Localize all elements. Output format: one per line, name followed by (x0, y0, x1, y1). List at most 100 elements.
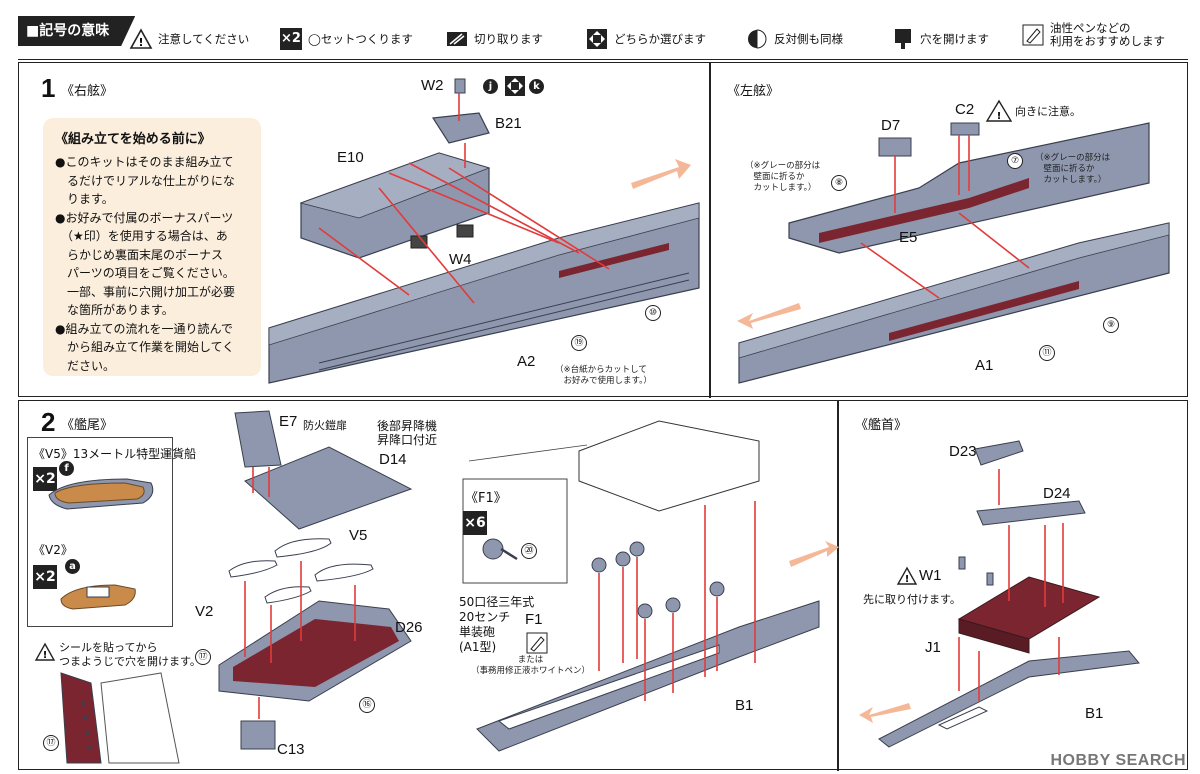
step1-panel: 1 《右舷》 《左舷》 《組み立てを始める前に》 ●このキットはそのまま組み立て… (18, 62, 1188, 398)
part-d7 (878, 137, 912, 157)
note-line: ●このキットはそのまま組み立て (55, 155, 234, 169)
cut-note: （※台紙からカットして お好みで使用します。） (555, 365, 652, 386)
legend-item-drill: 穴を開けます (892, 28, 989, 50)
label-v5: V5 (349, 527, 368, 544)
gun-turrets (591, 541, 725, 619)
step2-stern-drawing (218, 410, 1140, 752)
assembly-arrows (318, 93, 610, 304)
pen-icon (526, 632, 548, 654)
step1-divider (709, 63, 711, 398)
circle-20: ⑳ (521, 543, 537, 559)
note-line: 一部、事前に穴開け加工が必要 (55, 284, 236, 299)
watermark: HOBBY SEARCH (1050, 752, 1186, 769)
part-c2 (950, 122, 980, 136)
v2-count-badge: ×2 (33, 565, 57, 589)
f1-turret (482, 538, 504, 560)
circle-10: ⑩ (645, 305, 661, 321)
label-f1: F1 (525, 611, 543, 628)
note-line: ださい。 (55, 358, 116, 373)
step2-number: 2 (41, 407, 56, 437)
circle-7: ⑦ (1007, 153, 1023, 169)
circle-f: f (59, 461, 74, 476)
boat-inset-frame (27, 437, 173, 627)
label-d23: D23 (949, 443, 977, 460)
label-b1-bow: B1 (1085, 705, 1104, 722)
label-d14: D14 (379, 451, 407, 468)
legend-item-pen: 油性ペンなどの 利用をおすすめします (1022, 22, 1165, 48)
hull-a1-deck (738, 222, 1170, 359)
v2-boat-drawing (60, 584, 136, 610)
svg-text:!: ! (138, 36, 143, 49)
gray-note-left: （※グレーの部分は 壁面に折るか カットします。） (745, 161, 821, 193)
part-c13 (240, 720, 276, 750)
assembly-arrows-left (860, 135, 1030, 299)
seal-note: シールを貼ってから つまようじで穴を開けます。 (59, 641, 201, 668)
callout-line (468, 444, 588, 462)
step1-left-title: 《左舷》 (727, 84, 780, 99)
note-title: 《組み立てを始める前に》 (55, 132, 211, 147)
label-e10: E10 (337, 149, 364, 166)
x2-badge-icon: ×2 (280, 28, 302, 50)
circle-19: ⑲ (571, 335, 587, 351)
label-b21: B21 (495, 115, 522, 132)
step2-stern-title: 《艦尾》 (61, 418, 114, 433)
hangar-structure (578, 420, 760, 512)
circle-17-seal: ⑰ (43, 735, 59, 751)
note-line: ●組み立ての流れを一通り読んで (55, 321, 233, 336)
part-d14 (244, 446, 413, 530)
hull-a1-red-strip (889, 281, 1079, 341)
circle-16: ⑯ (359, 697, 375, 713)
direction-arrow (631, 159, 691, 189)
step1-right-drawing: ! (268, 78, 1170, 384)
legend-text-sets: ◯セットつくります (308, 32, 413, 46)
label-c13: C13 (277, 741, 305, 758)
choose-icon (587, 29, 607, 49)
part-b1-bow (878, 650, 1140, 748)
hull-a2-portholes (318, 272, 690, 371)
label-a2: A2 (517, 353, 536, 370)
seal-closeup-drawing (60, 672, 180, 764)
circle-11: ⑪ (1039, 345, 1055, 361)
part-d24 (976, 500, 1086, 526)
f1-title: 《F1》 (465, 491, 507, 506)
legend-text-cut: 切り取ります (474, 32, 543, 46)
part-e5-red (819, 178, 1029, 243)
boats-v5-v2 (228, 538, 374, 604)
svg-text:!: ! (997, 111, 1002, 122)
mirror-icon (748, 29, 767, 49)
label-b1-stern: B1 (735, 697, 754, 714)
label-d26: D26 (395, 619, 423, 636)
svg-text:!: ! (43, 650, 48, 661)
legend-item-sets: ×2 ◯セットつくります (280, 28, 413, 50)
f1-count-badge: ×6 (463, 511, 487, 535)
part-e10-top (299, 152, 491, 219)
part-d23 (974, 440, 1024, 466)
legend-text-choose: どちらか選びます (614, 32, 706, 46)
part-w2 (454, 78, 466, 94)
part-j1-side (958, 618, 1030, 654)
v2-title: 《V2》 (33, 543, 73, 557)
step2-panel: 2 《艦尾》 《艦首》 《V5》13メートル特型運貨船 ×2 f 《V2》 ×2… (18, 400, 1188, 771)
warning-icon: ! (129, 28, 153, 49)
warning-icon: ! (34, 642, 56, 661)
circle-17: ⑰ (195, 649, 211, 665)
label-e7: E7 (279, 413, 298, 430)
legend-item-choose: どちらか選びます (586, 28, 706, 50)
hull-a2-red-strip (559, 243, 669, 278)
e7-note: 防火鎧扉 (303, 419, 347, 432)
warning-icon: ! (896, 566, 918, 585)
step2-divider (837, 401, 839, 771)
before-assembly-note: 《組み立てを始める前に》 ●このキットはそのまま組み立て るだけでリアルな仕上が… (43, 118, 261, 376)
part-b21 (431, 112, 490, 144)
circle-j: j (483, 79, 498, 94)
step1-number: 1 (41, 73, 56, 103)
label-w2: W2 (421, 77, 444, 94)
note-line: らかじめ裏面末尾のボーナス (55, 247, 224, 262)
legend-title: ■記号の意味 (18, 16, 136, 46)
svg-text:!: ! (905, 574, 910, 585)
legend-item-cut: 切り取ります (446, 28, 543, 50)
direction-arrow-stern (789, 541, 839, 567)
part-d26-red (233, 619, 399, 687)
v5-boat-drawing (48, 478, 154, 510)
c2-note: 向きに注意。 (1015, 105, 1081, 118)
